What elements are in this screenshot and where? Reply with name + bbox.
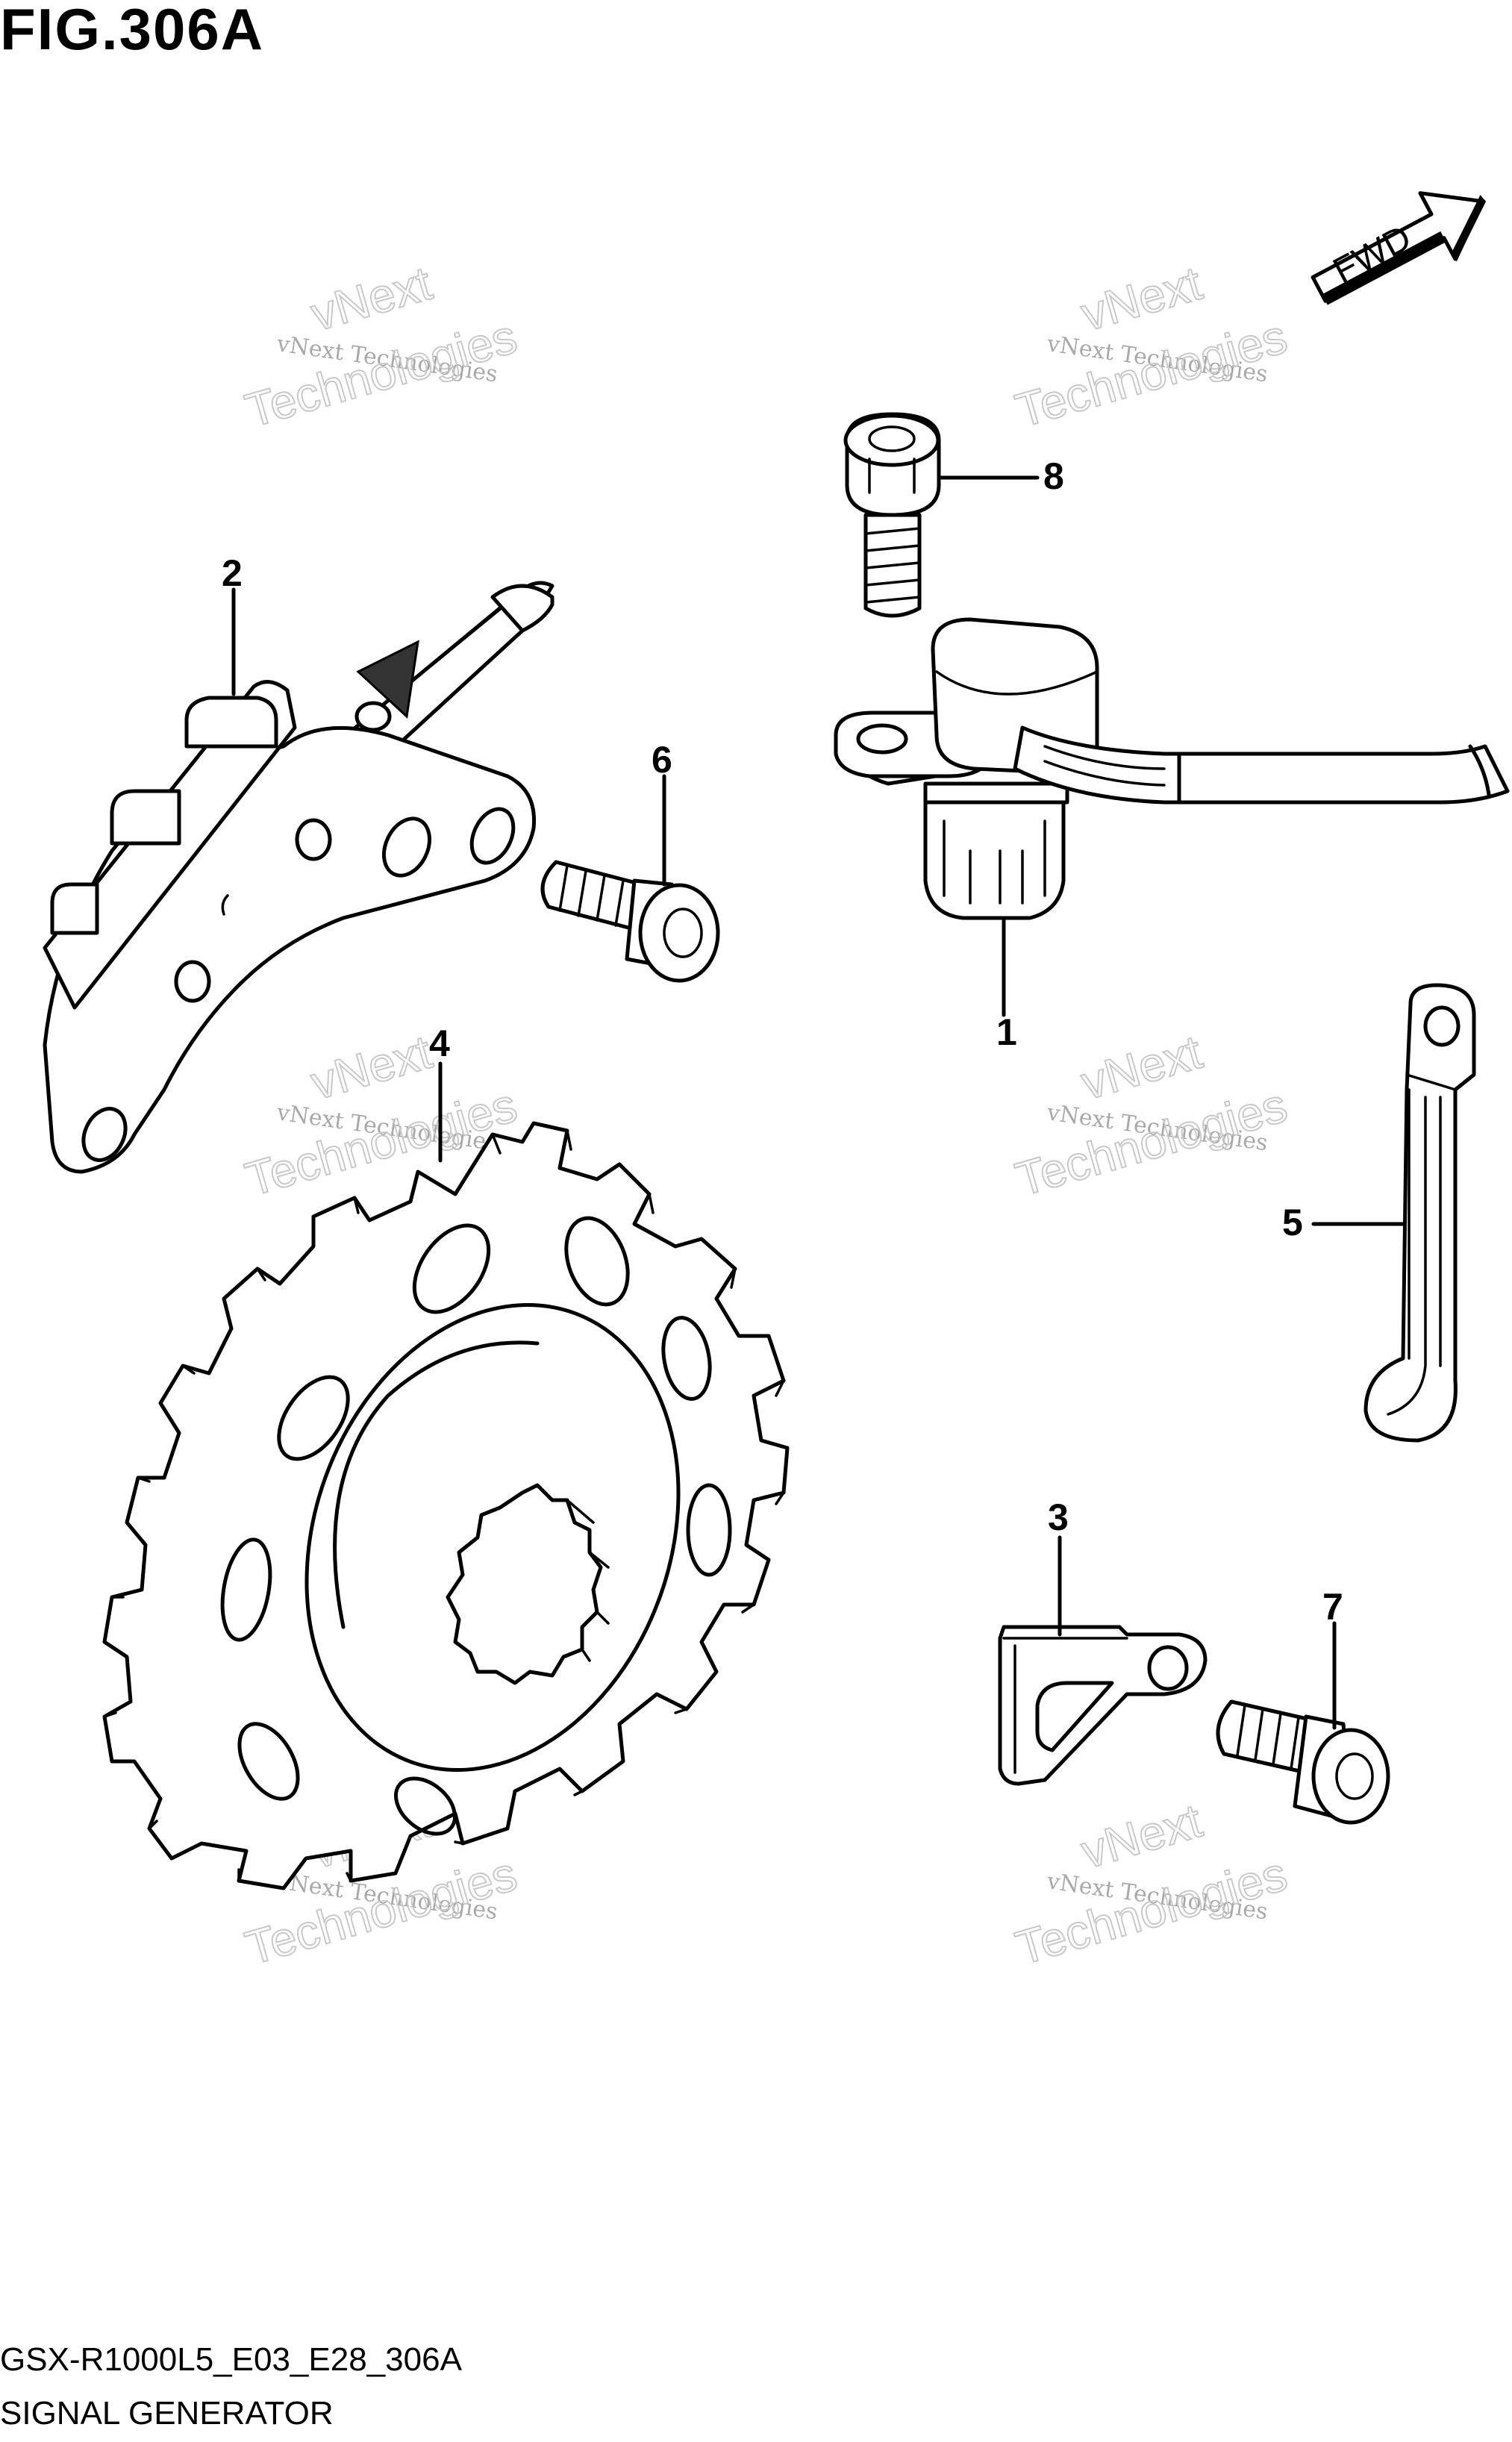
watermark-large: vNext — [305, 1025, 437, 1110]
part-7-bolt — [1216, 1621, 1390, 1825]
callout-1: 1 — [996, 1011, 1017, 1053]
part-5-clamp — [1311, 983, 1476, 1443]
part-6-bolt — [540, 774, 720, 983]
model-code: GSX-R1000L5_E03_E28_306A — [0, 2341, 462, 2378]
callout-3: 3 — [1048, 1496, 1069, 1538]
callout-6: 6 — [652, 739, 672, 781]
part-3-bracket — [998, 1535, 1208, 1786]
watermark-large: vNext — [305, 256, 437, 341]
callout-7: 7 — [1322, 1586, 1343, 1628]
watermark-large: vNext — [1075, 256, 1208, 341]
figure-title: FIG.306A — [0, 0, 265, 62]
callout-4: 4 — [429, 1022, 450, 1064]
callout-2: 2 — [222, 552, 243, 594]
watermark-large: vNext — [1075, 1793, 1208, 1879]
callout-5: 5 — [1282, 1202, 1303, 1243]
callout-labels: 1 2 3 4 5 6 7 8 — [222, 455, 1343, 1628]
part-1-sensor — [834, 617, 1510, 1017]
callout-8: 8 — [1043, 455, 1064, 497]
part-2-signal-generator — [43, 581, 554, 1174]
part-4-rotor-gear — [102, 1061, 790, 1890]
watermark-large: vNext — [1075, 1025, 1208, 1110]
fwd-arrow-marker: FWD — [1310, 191, 1486, 305]
section-name: SIGNAL GENERATOR — [0, 2395, 334, 2432]
part-8-bolt — [843, 412, 1040, 618]
